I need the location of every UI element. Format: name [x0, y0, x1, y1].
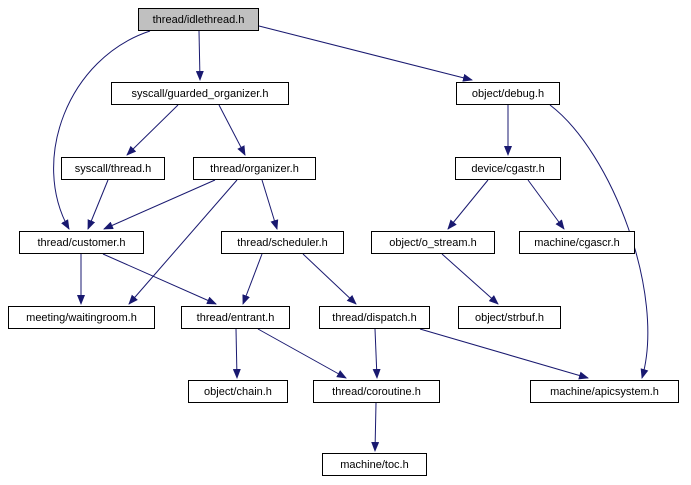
include-edge-organizer-to-waitingroom	[128, 179, 238, 305]
graph-node-apicsystem[interactable]: machine/apicsystem.h	[530, 380, 679, 403]
graph-node-coroutine[interactable]: thread/coroutine.h	[313, 380, 440, 403]
graph-node-entrant[interactable]: thread/entrant.h	[181, 306, 290, 329]
include-edge-cgastr-to-ostream	[447, 179, 489, 230]
include-edge-organizer-to-customer	[103, 179, 216, 230]
graph-node-strbuf[interactable]: object/strbuf.h	[458, 306, 561, 329]
include-edge-coroutine-to-toc	[371, 402, 380, 452]
graph-node-chain[interactable]: object/chain.h	[188, 380, 288, 403]
graph-node-label: thread/dispatch.h	[332, 311, 417, 324]
graph-node-scheduler[interactable]: thread/scheduler.h	[221, 231, 344, 254]
graph-node-label: object/chain.h	[204, 385, 272, 398]
include-edge-dispatch-to-apicsystem	[419, 328, 589, 380]
graph-node-toc[interactable]: machine/toc.h	[322, 453, 427, 476]
include-edge-scheduler-to-entrant	[242, 253, 263, 305]
include-edge-dispatch-to-coroutine	[372, 328, 381, 379]
graph-node-organizer[interactable]: thread/organizer.h	[193, 157, 316, 180]
include-edge-entrant-to-chain	[232, 328, 241, 379]
graph-node-label: syscall/guarded_organizer.h	[131, 87, 269, 100]
include-edge-guarded-to-sthread	[126, 104, 179, 156]
graph-node-label: device/cgastr.h	[471, 162, 545, 175]
include-edge-cgastr-to-cgascr	[527, 179, 565, 230]
include-edge-customer-to-entrant	[102, 253, 217, 305]
include-edge-guarded-to-organizer	[218, 104, 246, 156]
include-edge-idlethread-to-customer	[53, 30, 151, 230]
include-edge-idlethread-to-guarded	[195, 30, 204, 81]
graph-node-ostream[interactable]: object/o_stream.h	[371, 231, 495, 254]
include-edge-sthread-to-customer	[87, 179, 109, 230]
graph-node-label: object/o_stream.h	[389, 236, 477, 249]
graph-node-label: machine/apicsystem.h	[550, 385, 659, 398]
graph-node-label: syscall/thread.h	[74, 162, 152, 175]
graph-node-sthread[interactable]: syscall/thread.h	[61, 157, 165, 180]
graph-node-cgastr[interactable]: device/cgastr.h	[455, 157, 561, 180]
graph-node-label: thread/entrant.h	[196, 311, 275, 324]
graph-node-guarded[interactable]: syscall/guarded_organizer.h	[111, 82, 289, 105]
graph-node-label: thread/customer.h	[37, 236, 126, 249]
include-edge-entrant-to-coroutine	[257, 328, 347, 379]
graph-node-label: thread/idlethread.h	[152, 13, 245, 26]
graph-node-label: thread/organizer.h	[210, 162, 299, 175]
graph-node-dispatch[interactable]: thread/dispatch.h	[319, 306, 430, 329]
graph-node-label: machine/cgascr.h	[534, 236, 620, 249]
include-edge-debug-to-apicsystem	[549, 104, 649, 379]
graph-node-label: machine/toc.h	[340, 458, 409, 471]
include-edge-ostream-to-strbuf	[441, 253, 499, 305]
graph-node-waitingroom[interactable]: meeting/waitingroom.h	[8, 306, 155, 329]
graph-node-label: thread/coroutine.h	[332, 385, 421, 398]
graph-node-cgascr[interactable]: machine/cgascr.h	[519, 231, 635, 254]
include-edge-organizer-to-scheduler	[261, 179, 279, 230]
graph-node-label: object/strbuf.h	[474, 311, 545, 324]
graph-node-idlethread[interactable]: thread/idlethread.h	[138, 8, 259, 31]
graph-node-debug[interactable]: object/debug.h	[456, 82, 560, 105]
include-edge-scheduler-to-dispatch	[302, 253, 357, 305]
graph-node-label: thread/scheduler.h	[237, 236, 328, 249]
include-edge-idlethread-to-debug	[258, 25, 473, 82]
graph-node-customer[interactable]: thread/customer.h	[19, 231, 144, 254]
graph-node-label: meeting/waitingroom.h	[26, 311, 137, 324]
graph-node-label: object/debug.h	[471, 87, 545, 100]
